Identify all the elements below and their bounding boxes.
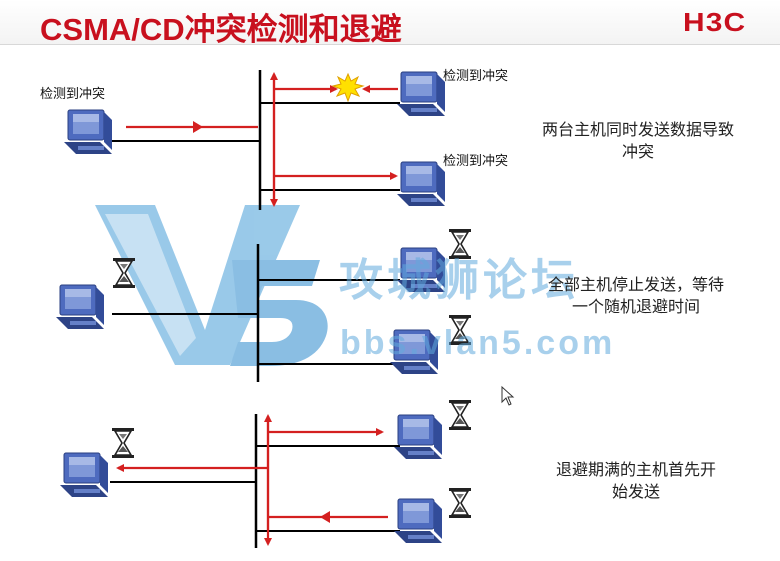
description-retransmit: 退避期满的主机首先开始发送 xyxy=(556,460,717,501)
label-detect-collision-top: 检测到冲突 xyxy=(443,69,509,84)
arrowhead xyxy=(320,511,330,523)
mouse-cursor-icon xyxy=(501,385,515,406)
header-band xyxy=(0,0,780,45)
computer-icon xyxy=(393,498,443,544)
arrowhead xyxy=(193,121,203,133)
hourglass-icon xyxy=(448,487,472,519)
watermark-logo xyxy=(95,205,328,366)
panel-backoff xyxy=(55,228,472,382)
watermark-url: bbs.vlan5.com xyxy=(340,324,616,362)
label-detect-collision-left: 检测到冲突 xyxy=(40,87,106,102)
collision-burst-icon xyxy=(331,72,365,103)
description-collision: 两台主机同时发送数据导致冲突 xyxy=(541,120,734,161)
hourglass-icon xyxy=(111,427,135,459)
h3c-logo: H3C xyxy=(683,7,747,37)
computer-icon xyxy=(393,414,443,460)
computer-icon xyxy=(59,452,109,498)
page-title: CSMA/CD冲突检测和退避 xyxy=(40,12,402,47)
watermark-brand: 攻城狮论坛 xyxy=(339,255,579,306)
computer-icon xyxy=(63,109,113,155)
description-backoff: 全部主机停止发送，等待一个随机退避时间 xyxy=(547,275,724,316)
computer-icon xyxy=(396,71,446,117)
label-detect-collision-bottom: 检测到冲突 xyxy=(443,154,509,169)
hourglass-icon xyxy=(448,399,472,431)
panel-retransmit xyxy=(59,399,472,548)
computer-icon xyxy=(55,284,105,330)
computer-icon xyxy=(396,161,446,207)
panel-collision xyxy=(63,70,446,210)
